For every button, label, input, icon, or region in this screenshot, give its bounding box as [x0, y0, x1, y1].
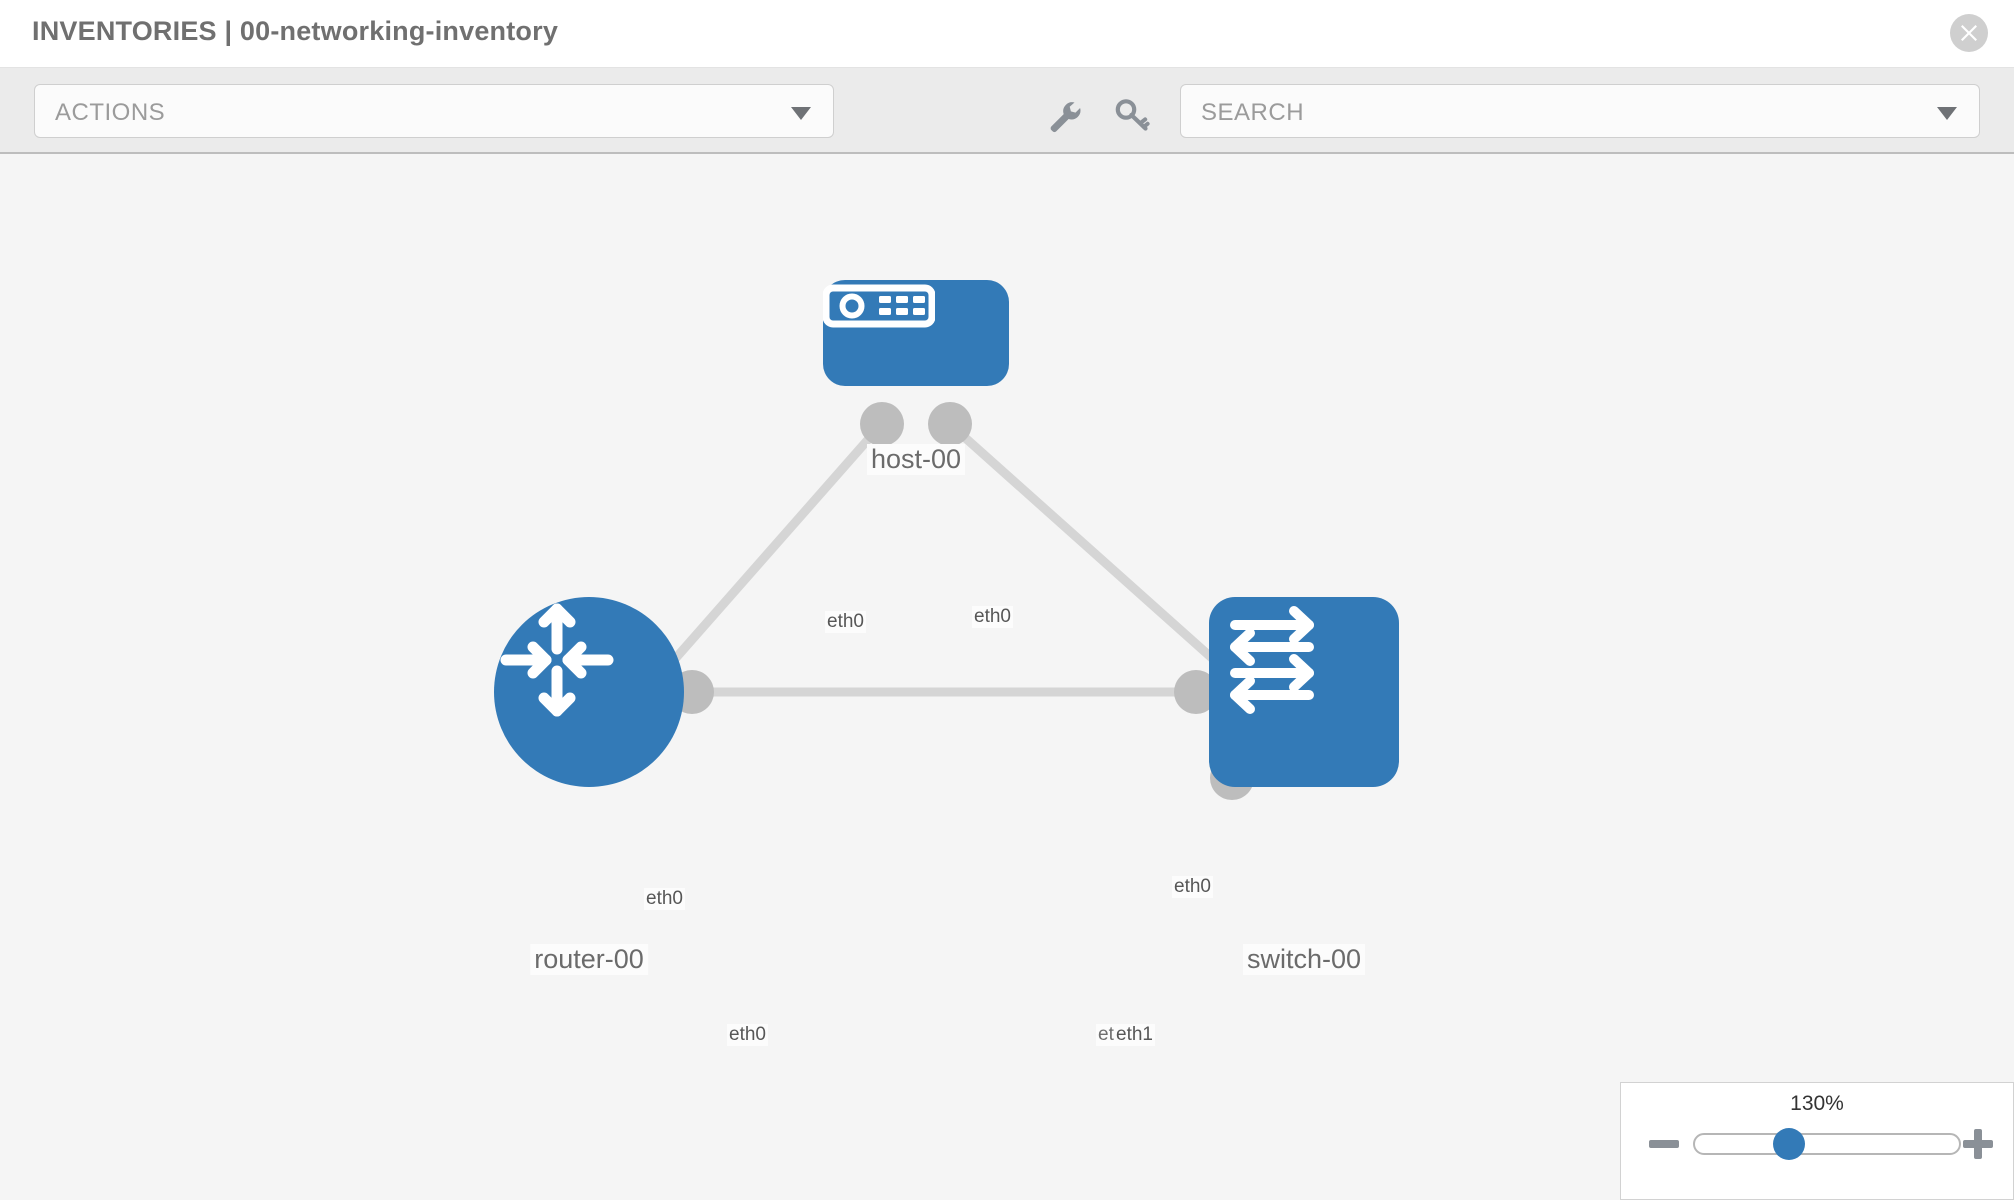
node-label-router-00: router-00 [530, 944, 648, 975]
iface-label-host00-eth0-right: eth0 [972, 606, 1013, 628]
topology-canvas[interactable]: host-00 router-0 [0, 156, 2014, 1200]
wrench-icon[interactable] [1044, 96, 1084, 136]
server-icon [823, 284, 935, 328]
actions-dropdown[interactable]: ACTIONS [34, 84, 834, 138]
switch-arrows-icon [1230, 606, 1314, 714]
chevron-down-icon [791, 107, 811, 120]
link-host00-router00 [656, 423, 884, 679]
endpoint-switch00-eth1 [1174, 670, 1218, 714]
iface-label-router00-eth0: eth0 [727, 1024, 768, 1046]
node-router-00[interactable] [494, 597, 684, 787]
key-icon[interactable] [1112, 96, 1152, 136]
zoom-slider[interactable] [1693, 1133, 1961, 1155]
iface-label-host00-eth0-left: eth0 [825, 611, 866, 633]
node-label-host-00: host-00 [866, 444, 966, 475]
node-label-switch-00: switch-00 [1242, 944, 1366, 975]
zoom-out-button[interactable] [1647, 1127, 1681, 1161]
zoom-slider-thumb[interactable] [1773, 1128, 1805, 1160]
chevron-down-icon[interactable] [1937, 107, 1957, 120]
endpoint-host00-eth0-right [928, 402, 972, 446]
node-host-00[interactable] [823, 280, 1009, 386]
zoom-level-value: 130% [1790, 1092, 1844, 1115]
page-header: INVENTORIES | 00-networking-inventory [0, 0, 2014, 68]
search-input[interactable]: SEARCH [1180, 84, 1980, 138]
iface-label-switch00-eth1: eth1 [1114, 1024, 1155, 1046]
zoom-in-button[interactable] [1961, 1127, 1995, 1161]
router-arrows-icon [500, 603, 614, 717]
link-host00-switch00 [949, 422, 1235, 680]
actions-dropdown-label: ACTIONS [55, 99, 166, 126]
zoom-control-panel: 130% [1620, 1082, 2014, 1200]
endpoint-host00-eth0-left [860, 402, 904, 446]
close-icon[interactable] [1950, 14, 1988, 52]
search-placeholder: SEARCH [1201, 99, 1305, 126]
iface-label-router00-uplink-eth0: eth0 [644, 888, 685, 910]
node-switch-00[interactable] [1209, 597, 1399, 787]
page-title: INVENTORIES | 00-networking-inventory [32, 16, 559, 46]
iface-label-switch00-uplink-eth0: eth0 [1172, 876, 1213, 898]
